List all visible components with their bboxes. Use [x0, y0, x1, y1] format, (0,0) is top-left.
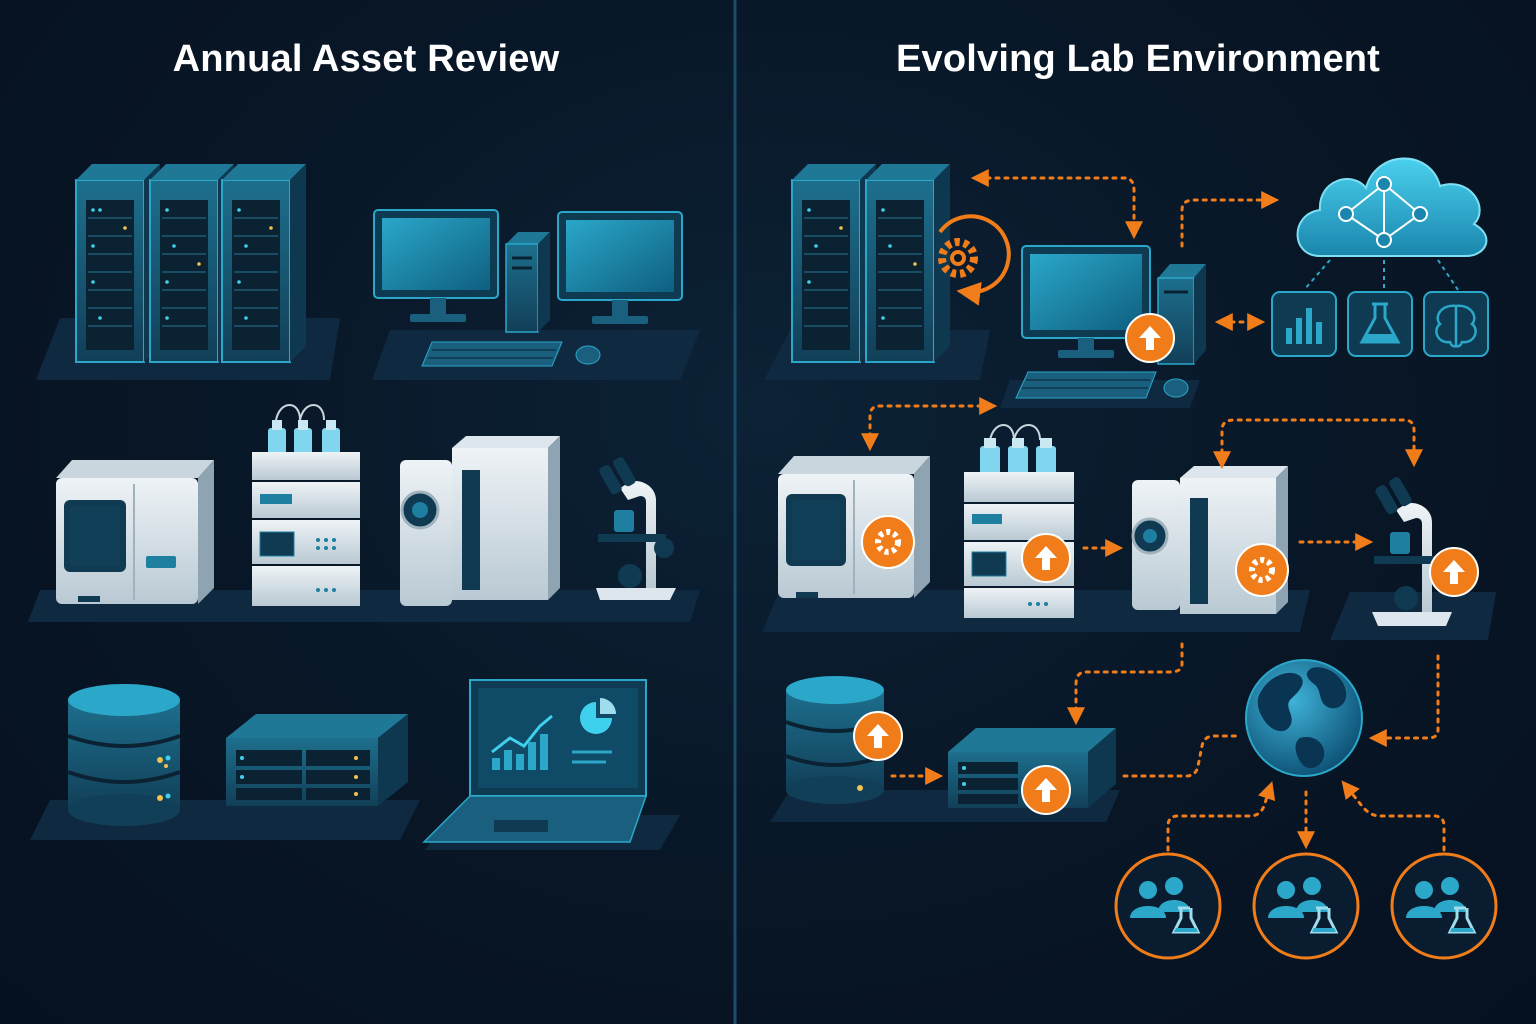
server-rack — [75, 164, 306, 363]
hplc-system — [252, 404, 360, 606]
flow-connectors — [861, 169, 1446, 852]
upgrade-arrow-icon — [853, 313, 1479, 815]
cloud-network — [1296, 157, 1488, 291]
analytics-laptop — [422, 679, 648, 843]
workstation — [1015, 245, 1206, 399]
globe-icon — [1245, 659, 1363, 777]
right-panel-title: Evolving Lab Environment — [895, 38, 1381, 80]
mass-spectrometer — [1131, 466, 1288, 614]
flask-icon — [1347, 291, 1413, 357]
sync-gear-icon — [938, 214, 1011, 306]
database — [67, 684, 181, 826]
microscope — [1372, 477, 1452, 626]
server-rack — [791, 164, 950, 363]
microscope — [596, 457, 676, 600]
hplc-system — [964, 424, 1074, 618]
analyzer — [56, 460, 214, 604]
bar-chart-icon — [1271, 291, 1337, 357]
left-panel-title: Annual Asset Review — [172, 38, 560, 80]
gear-badge-icon — [861, 515, 1289, 597]
desktop-workstation — [373, 209, 683, 367]
research-team-icon — [1114, 852, 1498, 960]
brain-icon — [1423, 291, 1489, 357]
storage-appliance — [226, 714, 408, 806]
mass-spectrometer — [400, 436, 560, 606]
